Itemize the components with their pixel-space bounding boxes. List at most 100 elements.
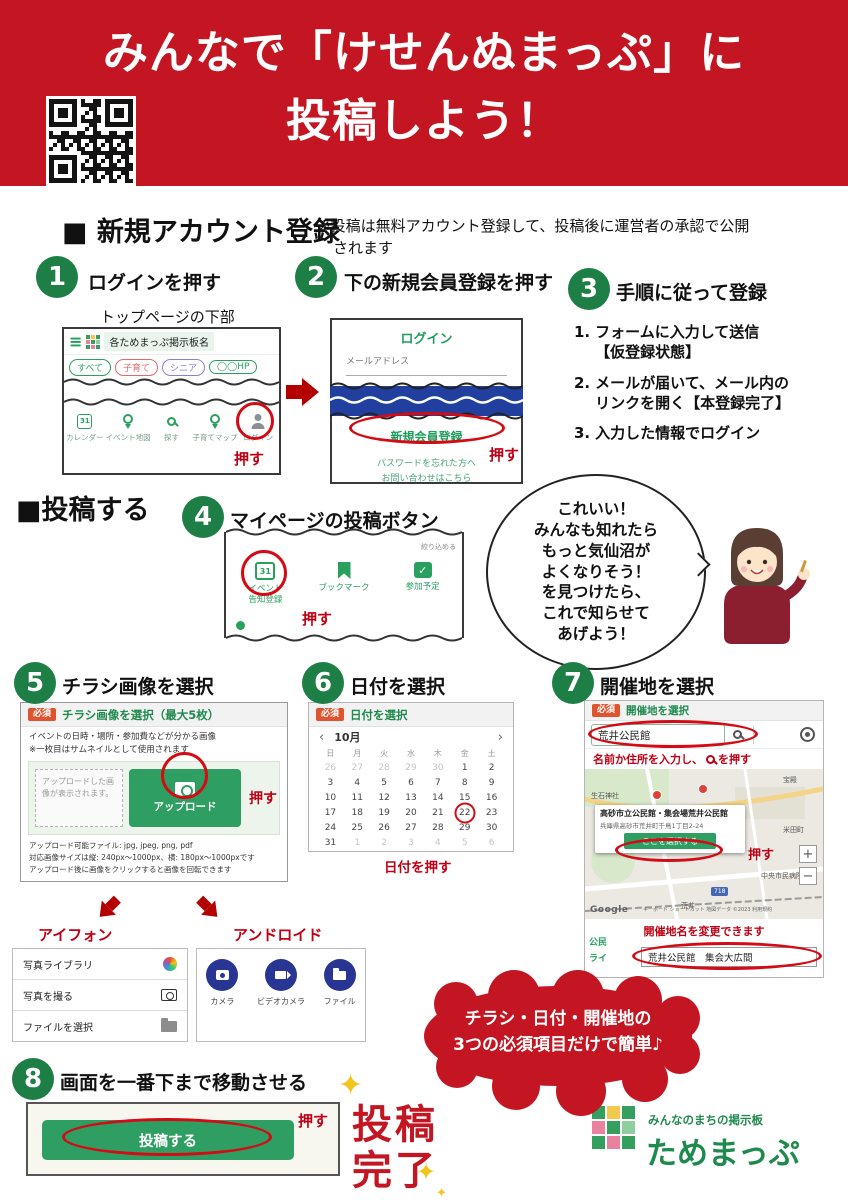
qr-module	[113, 135, 117, 139]
qr-module	[81, 99, 85, 103]
menu-icon[interactable]: ≡	[69, 332, 83, 351]
calendar-date[interactable]: 5	[461, 837, 468, 848]
ios-menu-item[interactable]: 写真を撮る	[13, 980, 187, 1011]
calendar-date[interactable]: 10	[324, 792, 337, 803]
step3-label: 手順に従って登録	[616, 282, 768, 304]
calendar-date[interactable]: 29	[458, 822, 471, 833]
qr-module	[89, 123, 93, 127]
calendar-date[interactable]: 29	[405, 762, 417, 773]
qr-module	[117, 167, 121, 171]
calendar-date[interactable]: 17	[324, 807, 337, 818]
forgot-password-link[interactable]: パスワードを忘れた方へ	[376, 459, 476, 469]
qr-module	[129, 163, 133, 167]
qr-module	[61, 143, 65, 147]
account-note: ※投稿は無料アカウント登録して、投稿後に運営者の承認で公開 されます	[318, 217, 750, 257]
calendar-date[interactable]: 12	[378, 792, 390, 803]
done-line2: 完了	[352, 1148, 438, 1194]
qr-module	[89, 119, 93, 123]
step1-caption: トップページの下部	[100, 308, 235, 326]
qr-module	[129, 179, 133, 183]
calendar-date[interactable]: 9	[488, 777, 495, 788]
qr-module	[117, 135, 121, 139]
rename-hint: 開催地名を変更できます	[643, 925, 765, 938]
calendar-date[interactable]: 6	[408, 777, 414, 788]
calendar-date[interactable]: 27	[351, 762, 363, 773]
nav-item-4[interactable]: 子育てマップ	[192, 413, 237, 443]
calendar-date[interactable]: 15	[458, 792, 471, 803]
locate-icon[interactable]	[800, 727, 815, 742]
calendar-date[interactable]: 26	[324, 762, 337, 773]
calendar-date[interactable]: 1	[354, 837, 361, 848]
qr-module	[49, 135, 53, 139]
calendar-date[interactable]: 19	[378, 807, 390, 818]
qr-module	[129, 151, 133, 155]
calendar-date[interactable]: 26	[378, 822, 390, 833]
calendar-date[interactable]: 30	[432, 762, 444, 773]
calendar-date[interactable]: 18	[351, 807, 363, 818]
qr-module	[81, 147, 85, 151]
qr-module	[89, 167, 93, 171]
calendar-date[interactable]: 25	[351, 822, 363, 833]
filter-chip[interactable]: 子育て	[115, 358, 159, 376]
calendar-date[interactable]: 27	[405, 822, 417, 833]
calendar-date[interactable]: 31	[324, 837, 337, 848]
filter-chip[interactable]: すべて	[69, 358, 112, 376]
calendar-date[interactable]: 23	[485, 807, 498, 818]
nav-item-2[interactable]: イベント地図	[106, 413, 151, 443]
calendar-date[interactable]: 6	[488, 837, 495, 848]
calendar-date[interactable]: 30	[485, 822, 498, 833]
calendar-date[interactable]: 21	[432, 807, 444, 818]
calendar-date[interactable]: 13	[405, 792, 417, 803]
android-menu-item[interactable]: カメラ	[206, 959, 239, 1007]
calendar-date[interactable]: 24	[324, 822, 337, 833]
qr-module	[93, 135, 97, 139]
ios-menu-item[interactable]: ファイルを選択	[13, 1011, 187, 1042]
calendar-date[interactable]: 28	[378, 762, 390, 773]
qr-module	[93, 155, 97, 159]
contact-link[interactable]: お問い合わせはこちら	[381, 474, 472, 484]
calendar-date[interactable]: 22	[451, 808, 478, 818]
mypage-button-2[interactable]: ブックマーク	[305, 562, 384, 606]
qr-module	[109, 163, 113, 167]
mypage-button-3[interactable]: ✓参加予定	[383, 562, 462, 606]
calendar-date[interactable]: 28	[432, 822, 444, 833]
sparkle-icon: ✦	[436, 1186, 447, 1200]
qr-module	[81, 179, 85, 183]
qr-module	[93, 127, 97, 131]
calendar-date[interactable]: 5	[381, 777, 387, 788]
calendar-date[interactable]: 1	[461, 762, 468, 773]
corner-note: 絞り込める	[421, 543, 456, 551]
zoom-in-button[interactable]: +	[799, 845, 817, 863]
nav-item-3[interactable]: 探す	[151, 413, 193, 443]
qr-module	[97, 115, 101, 119]
calendar-date[interactable]: 11	[351, 792, 363, 803]
calendar-date[interactable]: 2	[381, 837, 387, 848]
filter-chip[interactable]: シニア	[162, 358, 206, 376]
calendar-date[interactable]: 20	[405, 807, 417, 818]
calendar-date[interactable]: 14	[432, 792, 444, 803]
calendar-date[interactable]: 16	[485, 792, 498, 803]
calendar-date[interactable]: 7	[434, 777, 441, 788]
calendar-prev-icon[interactable]: ‹	[319, 729, 325, 745]
poster-title-line1: みんなで「けせんぬまっぷ」に	[102, 26, 746, 79]
android-menu-item[interactable]: ビデオカメラ	[257, 959, 305, 1007]
calendar-date[interactable]: 3	[408, 837, 414, 848]
calendar-date[interactable]: 2	[488, 762, 495, 773]
qr-module	[117, 159, 121, 163]
calendar-next-icon[interactable]: ›	[497, 729, 503, 745]
qr-module	[113, 151, 117, 155]
select-highlight	[615, 838, 723, 862]
calendar-date[interactable]: 3	[327, 777, 334, 788]
calendar-date[interactable]: 4	[434, 837, 441, 848]
calendar-date[interactable]: 4	[354, 777, 361, 788]
zoom-out-button[interactable]: −	[799, 867, 817, 885]
ios-menu-label: 写真ライブラリ	[23, 960, 93, 972]
ios-menu-item[interactable]: 写真ライブラリ	[13, 949, 187, 980]
filter-chip[interactable]: ◯◯HP	[209, 360, 258, 374]
nav-item-label: イベント地図	[105, 433, 151, 442]
android-menu-item[interactable]: ファイル	[323, 959, 356, 1007]
email-input[interactable]	[346, 364, 507, 376]
qr-module	[109, 155, 113, 159]
calendar-date[interactable]: 8	[461, 777, 468, 788]
